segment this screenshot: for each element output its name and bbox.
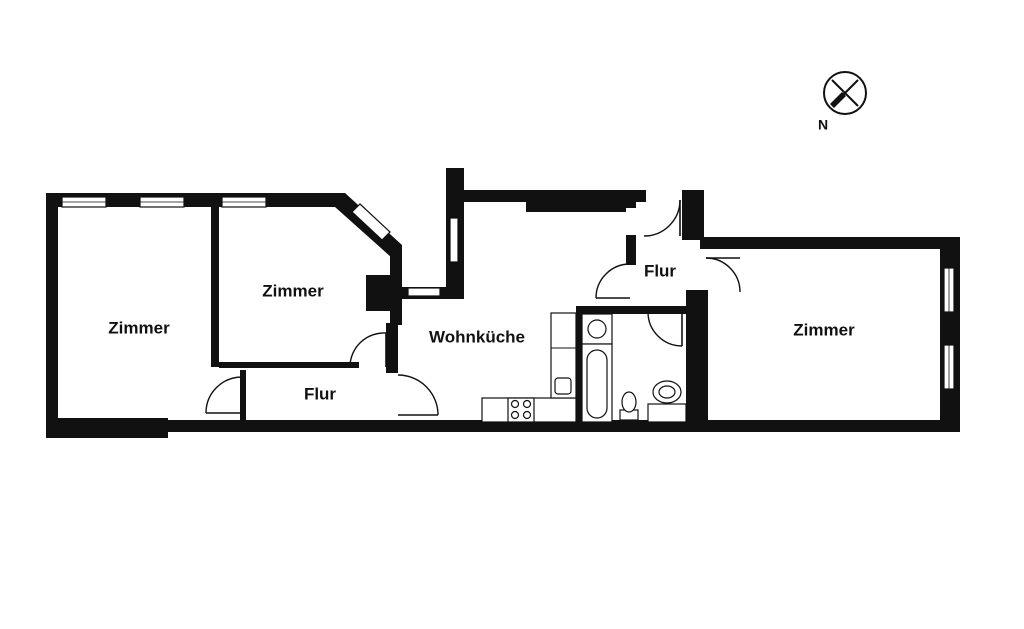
wall-north-middle-thick — [526, 202, 626, 212]
wall-flur1-east — [386, 323, 398, 373]
room-label-flur-2: Flur — [644, 261, 676, 280]
room-label-flur-1: Flur — [304, 384, 336, 403]
door-flur2-north — [643, 199, 681, 237]
vanity — [647, 403, 687, 423]
door-bath — [647, 311, 683, 347]
wall-zimmer-divider — [211, 207, 219, 367]
wall-flur2-w — [626, 235, 636, 265]
door-flur1-west — [205, 376, 243, 414]
wall-bath-west — [576, 306, 582, 422]
wall-north-middle — [446, 190, 646, 202]
doors — [205, 199, 741, 416]
room-label-zimmer-1: Zimmer — [108, 318, 170, 337]
door-zimmer2 — [349, 332, 387, 368]
sink-icon — [554, 377, 572, 395]
room-label-zimmer-3: Zimmer — [793, 320, 855, 339]
wall-south-left — [46, 418, 168, 438]
door-wohnkueche — [595, 263, 631, 299]
wall-bay-east — [390, 245, 402, 325]
room-label-zimmer-2: Zimmer — [262, 281, 324, 300]
bath-fixtures — [581, 313, 687, 423]
burner-icon — [522, 399, 532, 409]
compass: N — [818, 71, 867, 133]
wall-north-left — [46, 193, 342, 207]
windows — [61, 196, 955, 390]
window-5 — [407, 287, 441, 297]
burner-icon — [522, 410, 532, 420]
kitchen-fixtures — [481, 312, 577, 423]
wall-east — [940, 237, 960, 427]
walls — [46, 168, 960, 438]
toilet-icon — [621, 391, 637, 413]
wall-north-right — [700, 237, 960, 249]
room-labels: Zimmer Zimmer Flur Wohnküche Flur Zimmer — [108, 261, 855, 403]
burner-icon — [510, 399, 520, 409]
door-flur1-east — [397, 374, 439, 416]
bathtub-basin — [586, 349, 608, 419]
wall-west — [46, 193, 58, 436]
burner-icon — [510, 410, 520, 420]
wall-flur2-ne — [682, 190, 704, 240]
north-arrow-icon — [830, 92, 846, 108]
wall-flur2-nw — [626, 190, 636, 208]
window-6 — [449, 217, 459, 263]
wall-zimmer2-south — [219, 362, 359, 368]
wall-pillar — [366, 275, 390, 311]
wall-bath-north — [576, 306, 686, 314]
door-zimmer3 — [705, 257, 741, 293]
wall-flur1-west — [240, 370, 246, 420]
room-label-wohnkueche: Wohnküche — [429, 327, 525, 346]
wall-south — [168, 420, 960, 432]
washer-drum-icon — [587, 319, 607, 339]
north-label: N — [818, 117, 828, 133]
washbasin-bowl — [658, 385, 676, 399]
window-4 — [351, 203, 391, 241]
wall-bath-east — [686, 290, 708, 422]
